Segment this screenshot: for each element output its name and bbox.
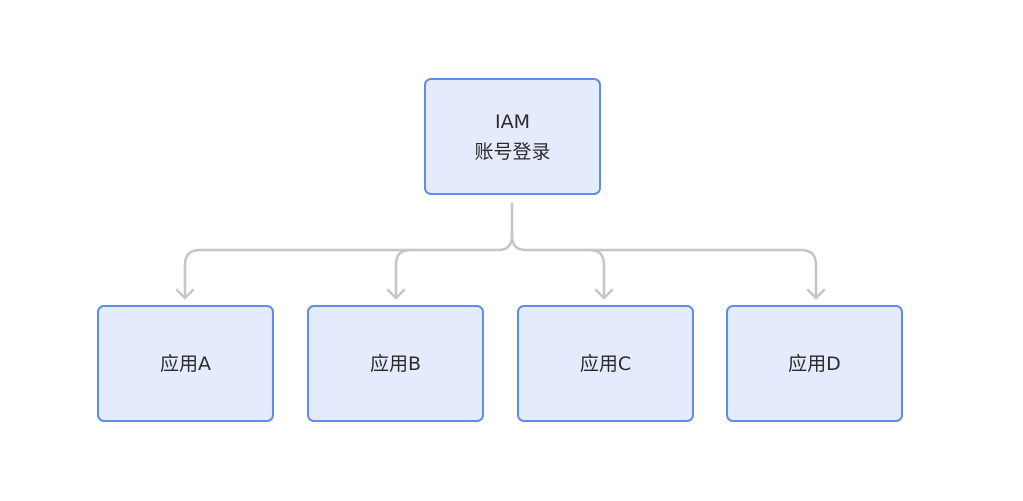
- child-node-label: 应用A: [160, 352, 211, 375]
- root-node-iam-login: IAM 账号登录: [424, 78, 601, 195]
- connector-branch-right: [510, 234, 818, 300]
- child-node-label: 应用D: [788, 352, 841, 375]
- root-node-subtitle: 账号登录: [474, 140, 551, 163]
- connector-drop-b: [394, 248, 412, 300]
- arrow-head-b: [386, 288, 406, 300]
- arrow-head-c: [594, 288, 614, 300]
- arrow-head-d: [806, 288, 826, 300]
- root-node-title: IAM: [495, 110, 530, 133]
- connector-trunk: [183, 202, 514, 300]
- child-node-label: 应用B: [369, 352, 422, 375]
- child-node-app-b: 应用B: [307, 305, 484, 422]
- child-node-app-a: 应用A: [97, 305, 274, 422]
- child-node-app-c: 应用C: [517, 305, 694, 422]
- child-node-label: 应用C: [579, 352, 632, 375]
- connector-drop-c: [588, 248, 606, 300]
- child-node-app-d: 应用D: [726, 305, 903, 422]
- arrow-head-a: [175, 288, 195, 300]
